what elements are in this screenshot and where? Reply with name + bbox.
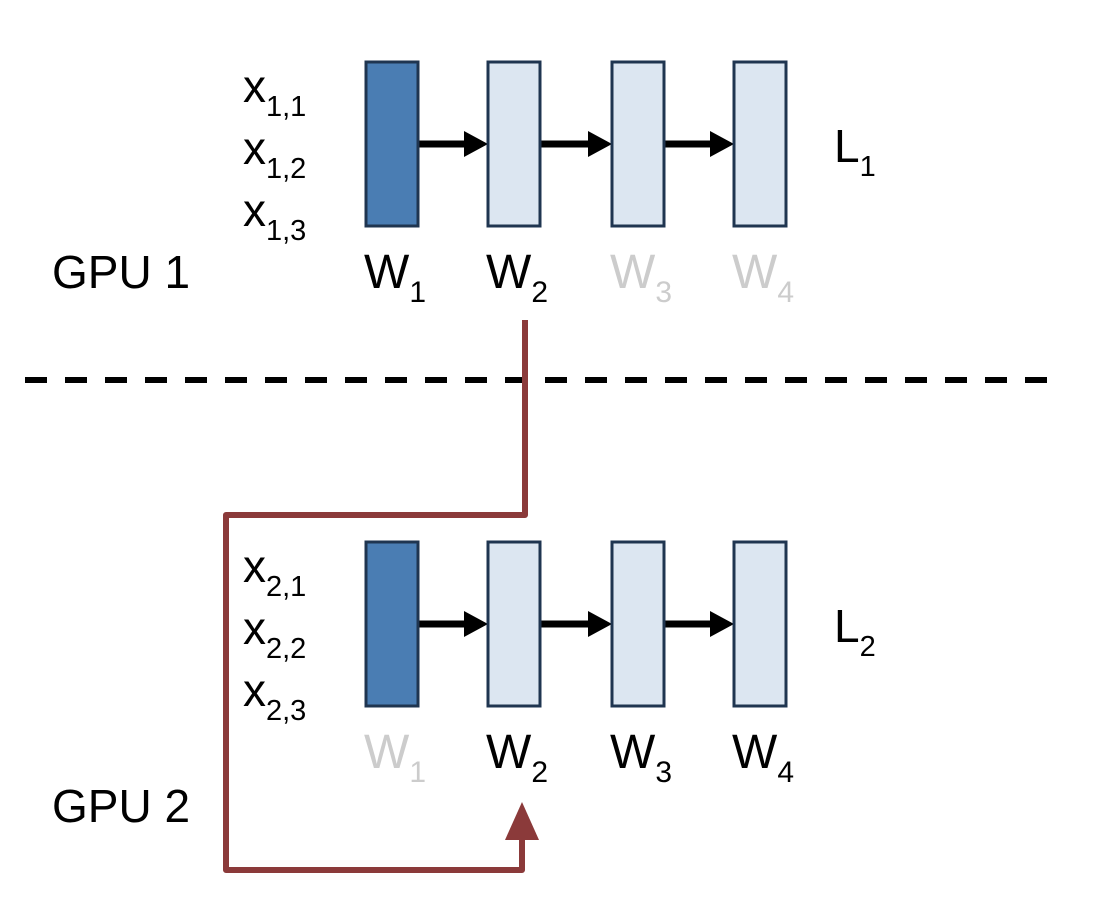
layer-4-block [732, 540, 788, 708]
gpu-label: GPU 2 [52, 780, 190, 832]
input-sample-label: x1,2 [243, 122, 306, 185]
layer-weight-label: W2 [486, 726, 548, 789]
forward-arrow-head [710, 131, 734, 157]
layer-weight-label: W4 [732, 246, 794, 309]
forward-arrow-head [464, 131, 488, 157]
layer-weight-label: W1 [364, 726, 426, 789]
layer-weight-label: W3 [610, 726, 672, 789]
forward-arrow-head [464, 611, 488, 637]
input-sample-label: x2,2 [243, 602, 306, 665]
input-sample-label: x2,1 [243, 540, 306, 603]
loss-label: L2 [834, 600, 876, 663]
layer-weight-label: W4 [732, 726, 794, 789]
layer-weight-label: W3 [610, 246, 672, 309]
layer-1-block [364, 60, 420, 228]
gpu-2-group: GPU 2 x2,1x2,2x2,3W1 W2 W3 W4 L2 [52, 540, 876, 832]
forward-arrow-head [710, 611, 734, 637]
gpu-label: GPU 1 [52, 246, 190, 298]
forward-arrow-head [588, 131, 612, 157]
weight-transfer-arrowhead [505, 802, 539, 840]
layer-2-block [486, 60, 542, 228]
layer-4-block [732, 60, 788, 228]
layer-1-block [364, 540, 420, 708]
gpu-1-group: GPU 1 x1,1x1,2x1,3W1 W2 W3 W4 L1 [52, 60, 876, 309]
input-sample-label: x1,1 [243, 60, 306, 123]
forward-arrow-head [588, 611, 612, 637]
input-sample-label: x2,3 [243, 664, 306, 727]
layer-weight-label: W1 [364, 246, 426, 309]
layer-2-block [486, 540, 542, 708]
loss-label: L1 [834, 120, 876, 183]
layer-3-block [610, 60, 666, 228]
input-sample-label: x1,3 [243, 184, 306, 247]
layer-3-block [610, 540, 666, 708]
layer-weight-label: W2 [486, 246, 548, 309]
weight-transfer-path [223, 320, 528, 873]
